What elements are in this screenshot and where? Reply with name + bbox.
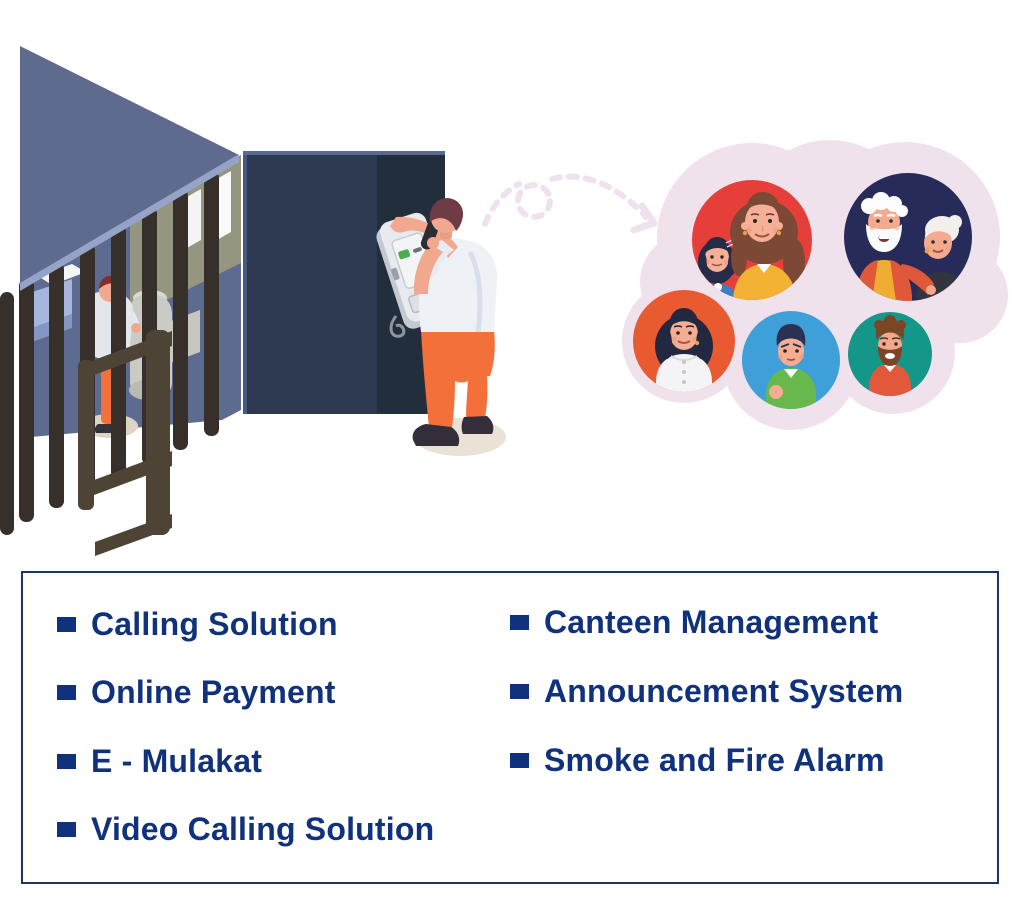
feature-label: Calling Solution: [91, 606, 338, 642]
feature-label: Smoke and Fire Alarm: [544, 742, 885, 778]
grandparents-avatar: [844, 173, 972, 301]
grandma-face-features: [924, 240, 951, 254]
features-panel: Calling Solution Online Payment E - Mula…: [21, 571, 999, 884]
phone-cord: [389, 315, 406, 338]
grandpa-face-features: [861, 192, 908, 242]
dashed-arrow-icon: [482, 173, 658, 234]
bullet-square-icon: [510, 683, 529, 699]
inmate-on-phone-icon: [390, 198, 506, 456]
phone-card-label: [398, 249, 411, 260]
feature-label: Canteen Management: [544, 604, 879, 640]
woman-face-features: [671, 325, 700, 346]
bullet-square-icon: [57, 753, 76, 769]
bullet-square-icon: [510, 614, 529, 630]
feature-item-video-calling-solution: Video Calling Solution: [57, 810, 434, 848]
bullet-square-icon: [57, 616, 76, 632]
shoe: [412, 424, 460, 446]
cell-door-niche: [185, 189, 201, 249]
feature-item-e-mulakat: E - Mulakat: [57, 742, 262, 780]
bearded-man-avatar: [848, 312, 932, 396]
bullet-square-icon: [510, 752, 529, 768]
cell-roof: [20, 46, 239, 284]
bearded-man-face-features: [879, 337, 901, 346]
young-man-face-features: [777, 343, 805, 361]
wall-corner-highlight: [243, 155, 247, 414]
feature-item-calling-solution: Calling Solution: [57, 605, 338, 643]
roof-edge-highlight: [20, 154, 239, 291]
forearm: [413, 244, 443, 294]
mother-and-daughter-avatar: [692, 180, 812, 300]
wall-top-edge: [243, 151, 445, 156]
hair: [429, 198, 464, 231]
girl-face-features: [706, 239, 734, 267]
bullet-square-icon: [57, 684, 76, 700]
feature-item-smoke-and-fire-alarm: Smoke and Fire Alarm: [510, 741, 885, 779]
feature-item-online-payment: Online Payment: [57, 673, 336, 711]
mother-face-features: [746, 213, 779, 238]
feature-item-announcement-system: Announcement System: [510, 672, 903, 710]
feature-label: Video Calling Solution: [91, 811, 435, 847]
feature-label: E - Mulakat: [91, 743, 263, 779]
feature-label: Online Payment: [91, 674, 336, 710]
bullet-square-icon: [57, 821, 76, 837]
young-man-avatar: [742, 311, 840, 409]
prison-cell-icon: [0, 46, 241, 556]
orange-uniform-pants: [421, 330, 495, 428]
feature-label: Announcement System: [544, 673, 904, 709]
arm-on-phone: [390, 216, 458, 258]
hand-on-chest: [769, 385, 783, 399]
feature-item-canteen-management: Canteen Management: [510, 603, 878, 641]
phone-handset-icon: [420, 220, 440, 250]
cell-gate: [78, 330, 172, 556]
hand: [427, 237, 439, 249]
woman-avatar: [633, 290, 735, 392]
shoe: [461, 416, 494, 434]
wall-front-face: [243, 155, 377, 414]
